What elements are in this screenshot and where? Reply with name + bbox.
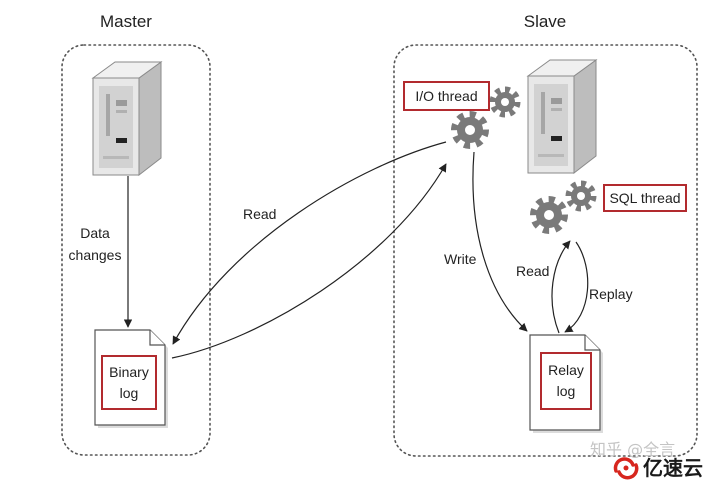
- io-thread-gear-small-icon: [489, 86, 521, 118]
- replay-arrow: [564, 241, 589, 333]
- relay-log-label: Relay log: [540, 352, 592, 410]
- binary-log-label: Binary log: [101, 355, 157, 410]
- relay-read-arrow: [551, 240, 571, 334]
- master-server-icon: [92, 61, 162, 176]
- read-response-arrow: [171, 163, 447, 359]
- watermark-text: 知乎 @全言: [590, 440, 676, 459]
- sql-thread-label: SQL thread: [603, 184, 687, 212]
- slave-server-icon: [527, 59, 597, 174]
- data-changes-label: Data changes: [68, 225, 122, 263]
- master-zone: [61, 44, 211, 456]
- logo-text: 亿速云: [643, 456, 703, 480]
- relay-read-label: Read: [516, 263, 550, 279]
- sql-thread-gear-small-icon: [565, 180, 597, 212]
- write-label: Write: [444, 251, 477, 267]
- logo-icon: [613, 457, 639, 480]
- sql-thread-gear-large-icon: [530, 196, 568, 234]
- replay-label: Replay: [589, 286, 633, 302]
- write-arrow: [472, 151, 528, 332]
- read-request-arrow: [172, 141, 447, 345]
- master-title: Master: [100, 12, 152, 31]
- io-thread-label: I/O thread: [403, 81, 490, 111]
- io-thread-gear-large-icon: [451, 111, 489, 149]
- slave-zone: [393, 44, 698, 457]
- replication-read-label: Read: [243, 206, 277, 222]
- slave-title: Slave: [523, 12, 567, 31]
